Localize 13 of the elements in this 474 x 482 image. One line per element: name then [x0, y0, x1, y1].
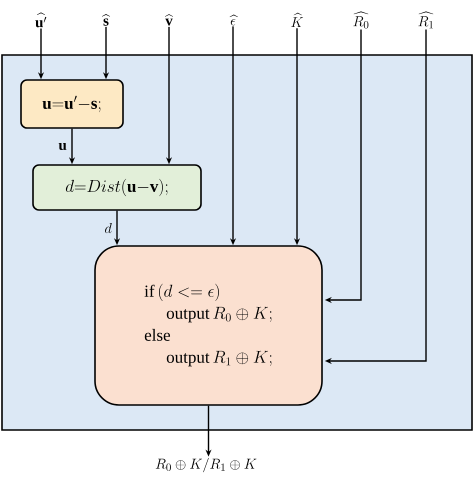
- input-label: $\widehat{\mathbf{v}}$: [164, 14, 174, 26]
- process-box: $d{=}Dist(\mathbf{u}{-}\mathbf{v});$: [32, 164, 202, 211]
- input-label: $\widehat{R_0}$: [353, 11, 368, 29]
- input-label: $\widehat{\mathbf{s}}$: [102, 14, 110, 26]
- input-label: $\widehat{\epsilon}$: [230, 14, 238, 26]
- process-box: $\mathbf{u}{=}\mathbf{u}'{-}\mathbf{s};$: [20, 79, 124, 129]
- edge-label: $\mathbf{u}$: [58, 142, 66, 150]
- output-label: $R_0 \oplus K/R_1 \oplus K$: [156, 458, 256, 472]
- input-label: $\widehat{R_1}$: [418, 11, 434, 28]
- condition-box: $\text{if}\,(d <= \epsilon)$ $\text{output}\,R_0 \oplus K;$ $\text{else}$ $\text{output}\,R_1 \oplus K;$: [94, 245, 323, 406]
- input-label: $\widehat{\mathbf{u}'}$: [35, 12, 46, 28]
- input-label: $\widehat{K}$: [291, 12, 304, 28]
- edge-label: $d$: [105, 223, 112, 234]
